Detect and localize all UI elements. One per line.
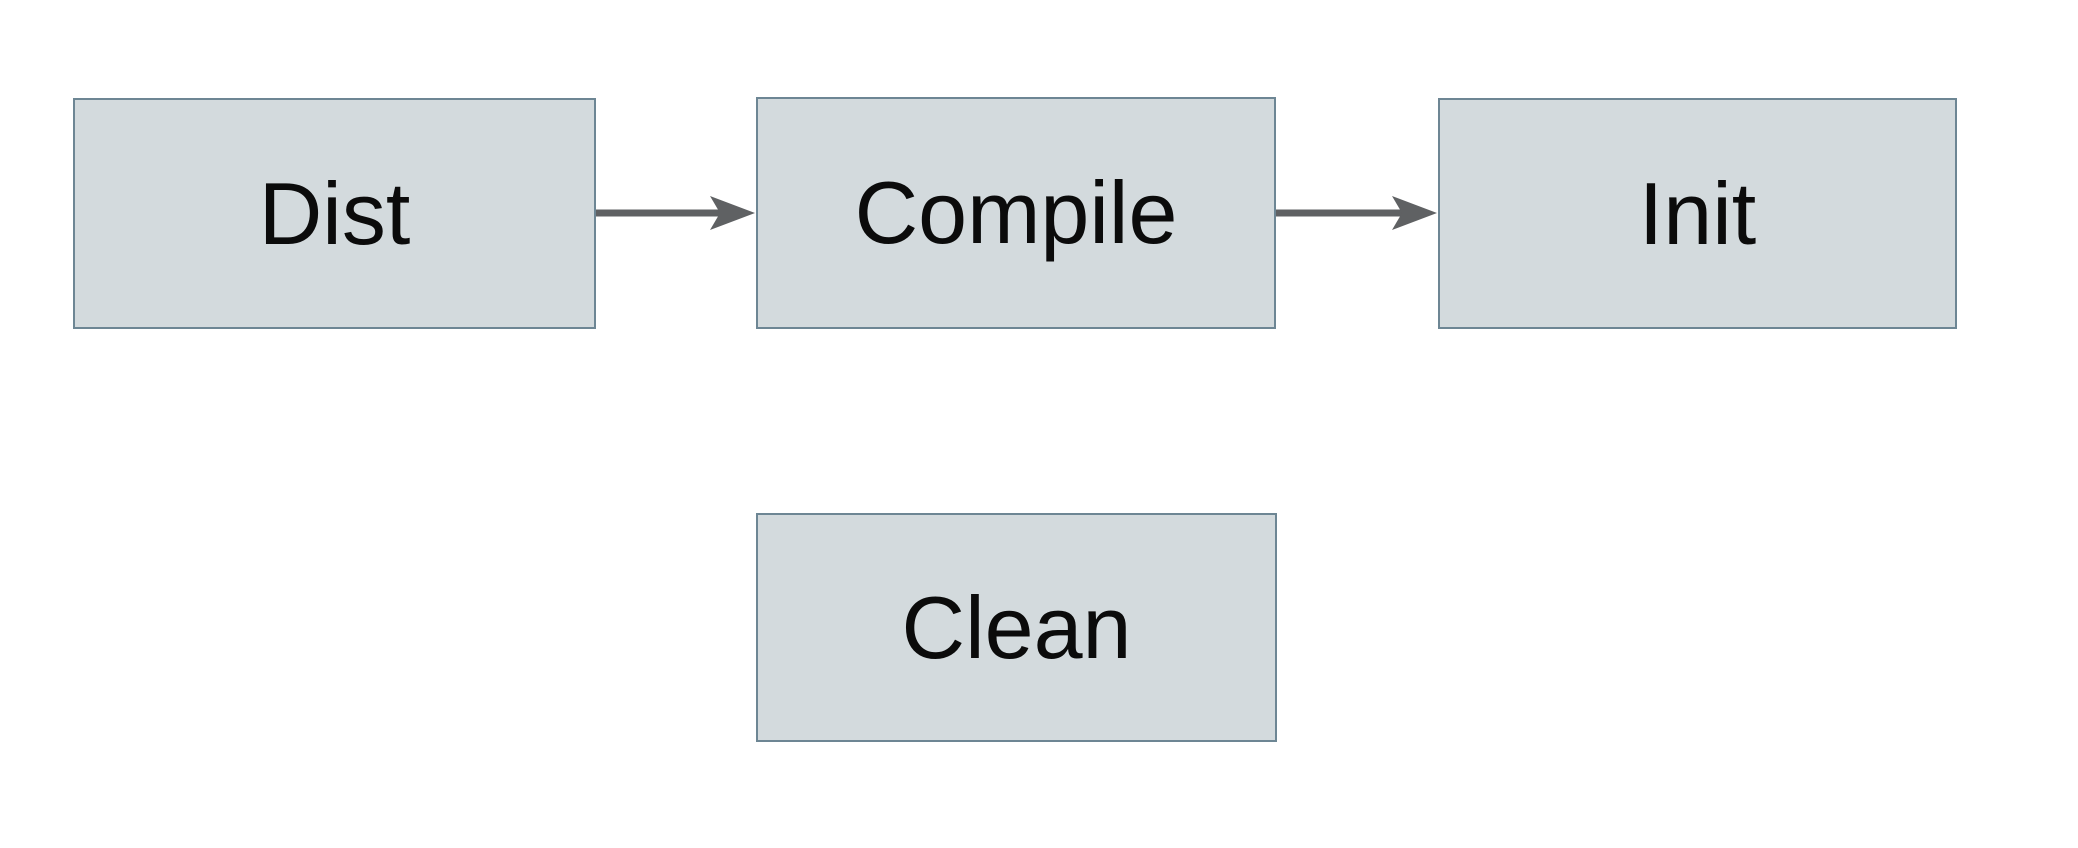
node-init[interactable]: Init	[1438, 98, 1957, 329]
node-clean-label: Clean	[901, 577, 1132, 677]
node-dist-label: Dist	[258, 163, 411, 263]
node-dist[interactable]: Dist	[73, 98, 596, 329]
node-compile-label: Compile	[854, 163, 1178, 262]
node-compile[interactable]: Compile	[756, 97, 1276, 329]
node-clean[interactable]: Clean	[756, 513, 1277, 742]
node-init-label: Init	[1638, 163, 1757, 263]
